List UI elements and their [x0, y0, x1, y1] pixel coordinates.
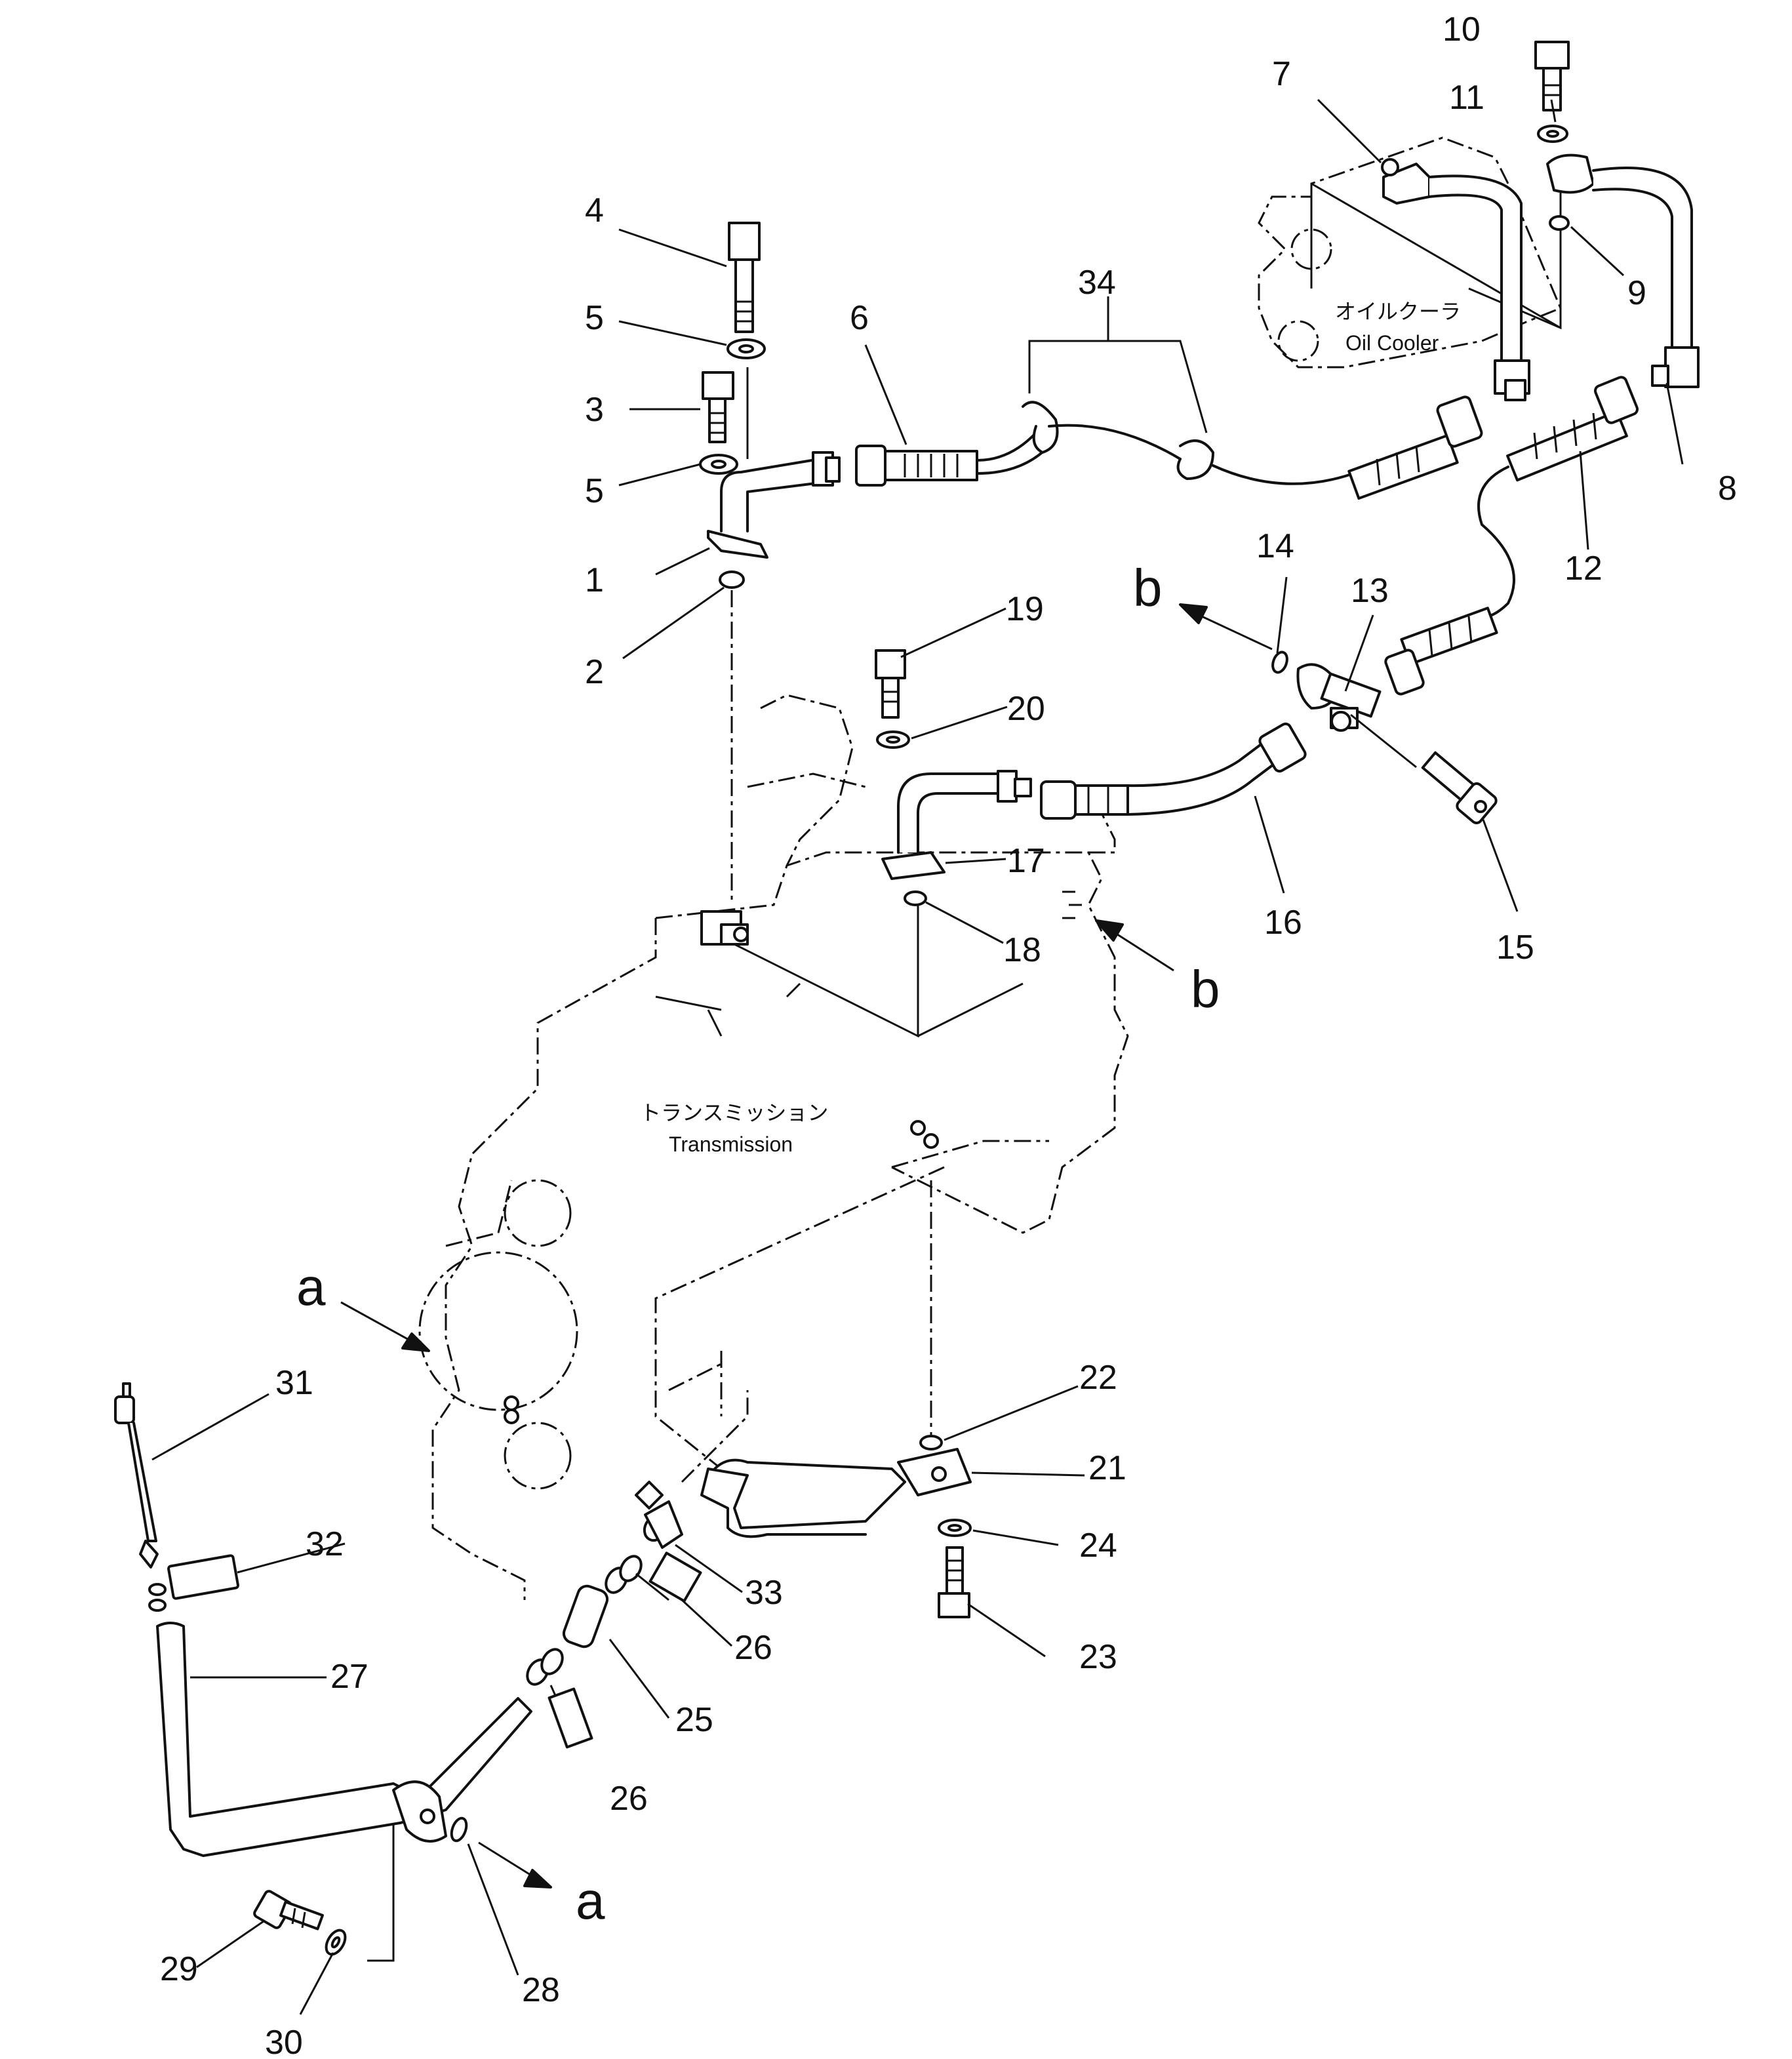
plug-15 — [1421, 751, 1498, 825]
part-number-18: 18 — [1003, 931, 1041, 969]
part-number-15: 15 — [1496, 929, 1534, 967]
part-number-9: 9 — [1627, 274, 1646, 312]
part-number-2: 2 — [585, 653, 604, 691]
part-number-32: 32 — [306, 1525, 344, 1563]
o-ring-22 — [919, 1435, 943, 1450]
part-number-30: 30 — [265, 2024, 303, 2059]
part-number-13: 13 — [1351, 572, 1389, 610]
hose-33 — [635, 1481, 683, 1549]
washer-11 — [1537, 125, 1568, 143]
oil-cooler-caption-jp: オイルクーラ — [1335, 300, 1461, 323]
clamp-26-lower — [526, 1648, 593, 1749]
tube-8 — [1546, 153, 1700, 388]
section-marker-labels: b b a a — [296, 559, 1220, 1930]
part-number-11: 11 — [1449, 79, 1484, 117]
hose-cooler-outlet — [1347, 395, 1483, 500]
part-number-26-upper: 26 — [734, 1629, 772, 1667]
bolt-10 — [1534, 41, 1570, 111]
bolt-3 — [702, 371, 734, 443]
part-number-22: 22 — [1079, 1359, 1117, 1397]
section-marker-a-outgoing: a — [576, 1871, 605, 1930]
part-number-19: 19 — [1006, 590, 1044, 628]
part-number-14: 14 — [1256, 527, 1294, 565]
part-number-31: 31 — [275, 1364, 313, 1402]
part-number-labels: 1 2 3 4 5 5 6 7 8 9 10 11 12 13 14 15 16… — [160, 10, 1737, 2059]
part-number-27: 27 — [330, 1658, 368, 1696]
washer-5-lower — [699, 454, 738, 475]
hose-25 — [562, 1584, 609, 1649]
part-number-21: 21 — [1088, 1449, 1126, 1487]
bolt-29 — [253, 1890, 324, 1930]
part-number-7: 7 — [1272, 55, 1291, 93]
part-number-4: 4 — [585, 191, 604, 230]
clamps-34 — [1022, 340, 1359, 485]
part-number-23: 23 — [1079, 1638, 1117, 1676]
bolt-19 — [875, 649, 906, 719]
washer-20 — [876, 730, 910, 749]
transmission-caption-jp: トランスミッション — [640, 1101, 828, 1125]
part-number-12: 12 — [1564, 550, 1603, 588]
o-ring-14 — [1271, 650, 1288, 674]
part-number-29: 29 — [160, 1950, 198, 1988]
bolt-4 — [728, 222, 761, 333]
hose-16 — [1040, 722, 1307, 820]
part-number-8: 8 — [1718, 470, 1737, 508]
o-ring-2 — [719, 570, 745, 589]
part-number-33: 33 — [745, 1574, 783, 1612]
part-number-34: 34 — [1078, 264, 1116, 302]
hose-6 — [855, 431, 1050, 487]
part-number-3: 3 — [585, 391, 604, 429]
part-number-16: 16 — [1264, 904, 1302, 942]
part-number-1: 1 — [585, 561, 604, 599]
part-number-5-lower: 5 — [585, 472, 604, 510]
tube-7 — [1381, 158, 1530, 401]
bolt-23 — [938, 1546, 970, 1618]
part-number-20: 20 — [1007, 690, 1045, 728]
tube-17 — [881, 770, 1032, 880]
section-marker-b-incoming: b — [1191, 960, 1220, 1018]
part-number-10: 10 — [1443, 10, 1481, 49]
cap-32 — [148, 1554, 239, 1612]
alignment-line-30 — [367, 1823, 395, 1962]
washer-30 — [325, 1929, 347, 1956]
part-number-6: 6 — [850, 299, 869, 337]
o-ring-9 — [1549, 215, 1570, 231]
tee-13 — [1296, 663, 1382, 732]
o-ring-28 — [450, 1816, 468, 1843]
section-marker-b-outgoing: b — [1133, 559, 1163, 617]
leader-lines — [151, 98, 1684, 2015]
washer-5-upper — [727, 338, 766, 359]
transmission-housing — [418, 694, 1129, 1600]
part-number-25: 25 — [675, 1701, 713, 1739]
tube-21 — [700, 1448, 972, 1538]
section-arrows — [340, 603, 1273, 1889]
tube-27 — [156, 1622, 532, 1857]
washer-24 — [938, 1519, 972, 1537]
clamp-26-upper — [605, 1551, 702, 1603]
dipstick-31 — [114, 1382, 159, 1569]
part-number-28: 28 — [522, 1971, 560, 2009]
tee-13-axis — [1350, 713, 1417, 769]
part-number-5-upper: 5 — [585, 299, 604, 337]
o-ring-18 — [904, 890, 927, 906]
part-number-26-lower: 26 — [610, 1780, 648, 1818]
transmission-caption-en: Transmission — [669, 1132, 793, 1156]
section-marker-a-incoming: a — [296, 1258, 326, 1316]
oil-cooler-caption-en: Oil Cooler — [1345, 331, 1439, 355]
captions: オイルクーラ Oil Cooler トランスミッション Transmission — [640, 300, 1461, 1156]
part-number-24: 24 — [1079, 1527, 1117, 1565]
part-number-17: 17 — [1007, 842, 1045, 880]
hose-12 — [1384, 376, 1639, 696]
elbow-fitting-1 — [707, 451, 841, 559]
